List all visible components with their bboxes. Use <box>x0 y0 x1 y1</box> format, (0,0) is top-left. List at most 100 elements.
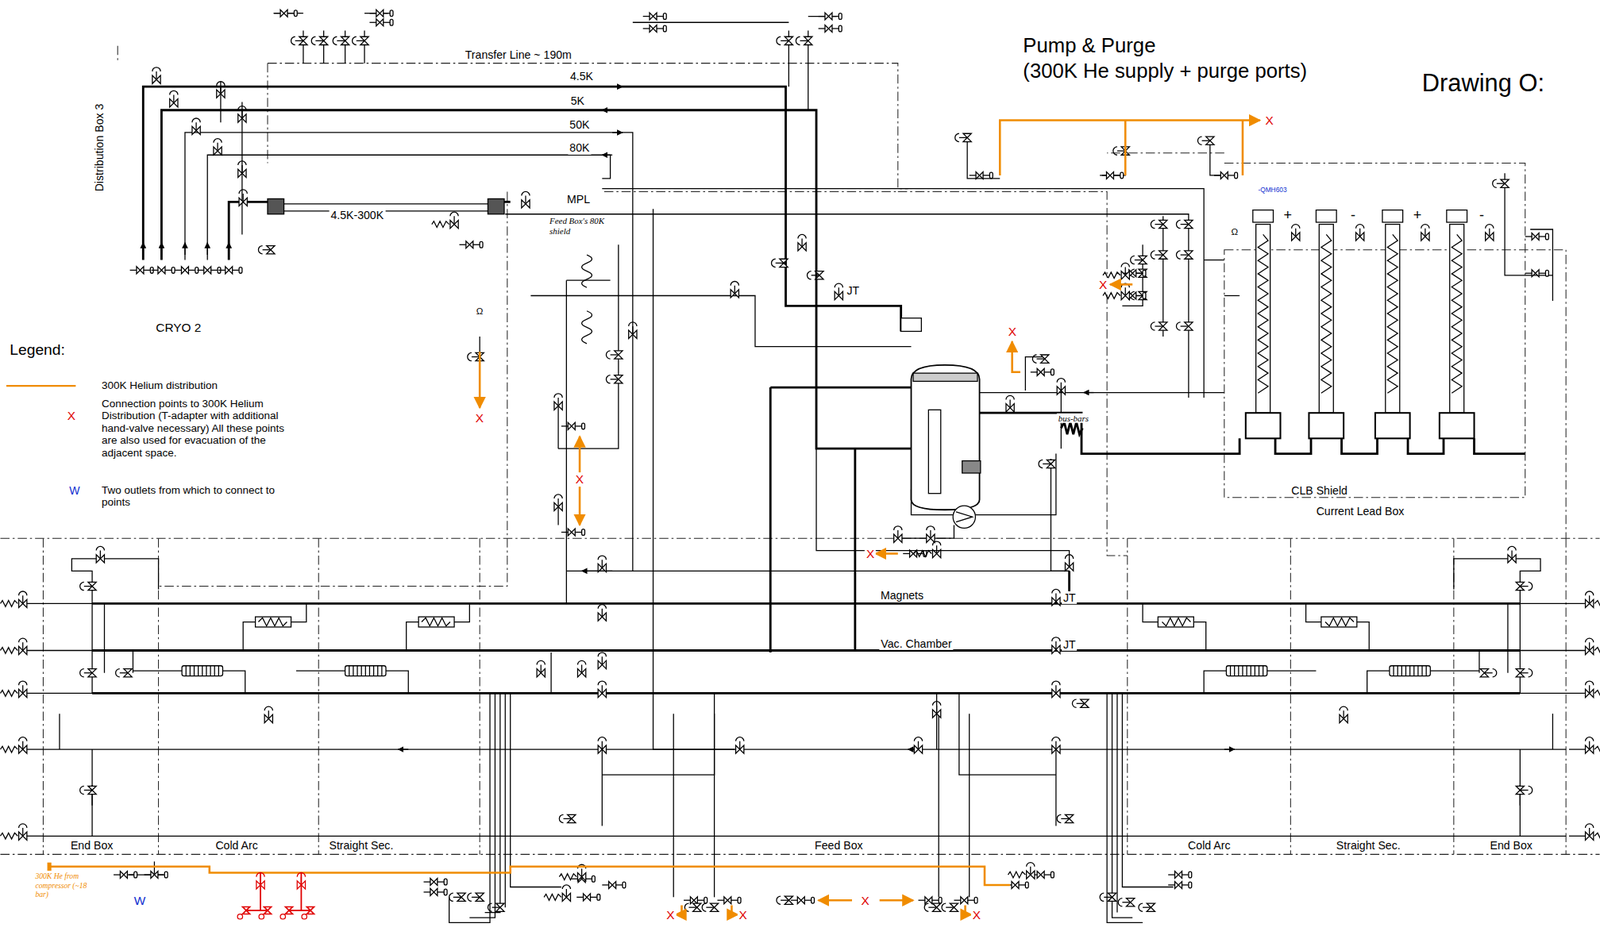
valve-stem <box>801 239 802 247</box>
valve-actuator <box>1071 699 1076 708</box>
pipe-line <box>505 214 1189 398</box>
blind-cap <box>663 13 667 20</box>
valve-actuator <box>926 526 935 531</box>
valve-stem <box>219 85 221 94</box>
outlet-valve <box>264 907 272 915</box>
pipe-line <box>1430 670 1480 672</box>
valve-actuator <box>1175 250 1180 259</box>
blind-cap <box>811 897 815 904</box>
heat-exchanger <box>1157 616 1194 628</box>
pipe-line <box>1325 617 1354 626</box>
hand-valve <box>158 266 166 274</box>
boundary-line <box>0 854 1600 856</box>
valve-actuator <box>80 786 85 795</box>
valve-actuator <box>932 541 941 546</box>
boundary-line <box>0 538 1600 540</box>
pipe-line <box>832 15 839 17</box>
drawing-label: 5K <box>569 94 587 108</box>
valve-stem <box>1036 358 1045 359</box>
pipe-line <box>421 617 451 626</box>
section-label: End Box <box>1488 839 1534 853</box>
pipe-line <box>23 650 93 652</box>
section-label: Straight Sec. <box>1334 839 1403 853</box>
valve-actuator <box>256 873 265 878</box>
valve-stem <box>1009 400 1011 409</box>
valve-stem <box>22 828 24 837</box>
helium-300k-line <box>879 899 914 903</box>
pipe-line <box>1519 650 1589 652</box>
valve-stem <box>1042 463 1051 465</box>
line-end <box>267 198 285 214</box>
hand-valve <box>1175 871 1183 880</box>
drawing-label: CRYO 2 <box>154 320 203 336</box>
section-label: Feed Box <box>813 839 864 853</box>
valve-stem <box>336 40 345 42</box>
hand-valve <box>181 266 189 274</box>
valve-actuator <box>1138 903 1143 912</box>
blind-cap <box>239 267 243 274</box>
pipe-line <box>201 666 203 677</box>
hand-valve <box>797 897 805 905</box>
blind-cap <box>1234 172 1238 179</box>
helium-300k-line <box>1124 120 1127 176</box>
pipe-line <box>1538 235 1546 237</box>
pipe-line <box>373 666 374 677</box>
valve-actuator <box>1197 136 1202 145</box>
pipe-line <box>1182 884 1189 886</box>
blind-cap <box>1545 233 1549 240</box>
pipe-line <box>1224 295 1240 297</box>
drawing-label: X <box>1097 277 1109 293</box>
current-lead <box>1256 224 1271 414</box>
valve-actuator <box>955 133 960 142</box>
valve-actuator <box>1492 179 1497 188</box>
helium-300k-line <box>1110 283 1133 286</box>
pipe-line <box>207 242 209 255</box>
valve-actuator <box>19 737 27 742</box>
valve-stem <box>1496 183 1505 185</box>
drawing-label: JT <box>844 284 861 297</box>
valve-actuator <box>115 669 120 678</box>
valve-actuator <box>1113 146 1118 155</box>
drawing-label: Pump & Purge <box>1021 34 1157 58</box>
valve-stem <box>739 741 741 750</box>
pipe-line <box>601 693 714 775</box>
pipe-line <box>1538 273 1546 274</box>
valve-actuator <box>1052 589 1061 594</box>
valve-actuator <box>96 546 105 551</box>
valve-actuator <box>701 903 706 912</box>
hand-valve <box>119 871 128 880</box>
pipe-line <box>1478 650 1480 673</box>
pipe-line <box>23 693 93 694</box>
pipe-line <box>1044 874 1051 876</box>
lead-bottom <box>1375 412 1411 439</box>
drawing-label: X <box>664 908 676 923</box>
pipe-line <box>1060 422 1083 435</box>
valve-actuator <box>264 706 273 711</box>
valve-stem <box>1068 559 1070 567</box>
drawing-title: Drawing O: <box>1420 69 1547 98</box>
pipe-line <box>287 12 294 14</box>
valve-actuator <box>1485 224 1494 229</box>
hand-valve <box>1531 233 1539 241</box>
pipe-line <box>424 881 431 883</box>
valve-actuator <box>597 605 606 610</box>
valve-actuator <box>332 36 337 45</box>
relief-spring <box>0 832 18 840</box>
section-region: Distribution Box 3 <box>85 92 112 205</box>
drawing-label: Feed Box's 80K shield <box>547 216 615 237</box>
blind-cap <box>164 871 168 879</box>
pipe-line <box>144 874 151 876</box>
pipe-line <box>1519 693 1589 694</box>
pipe-line <box>505 693 506 908</box>
pipe-line <box>1055 749 1057 826</box>
pipe-line <box>1250 666 1252 677</box>
valve-actuator <box>1052 681 1061 686</box>
valve-stem <box>734 285 736 294</box>
section-label: Current Lead Box <box>1314 505 1407 518</box>
drawing-label: Legend: <box>7 341 67 359</box>
blind-cap <box>443 879 448 886</box>
pipe-line <box>1507 603 1508 673</box>
valve-actuator <box>1528 786 1533 795</box>
pipe-line <box>174 269 182 271</box>
valve-stem <box>471 356 480 358</box>
